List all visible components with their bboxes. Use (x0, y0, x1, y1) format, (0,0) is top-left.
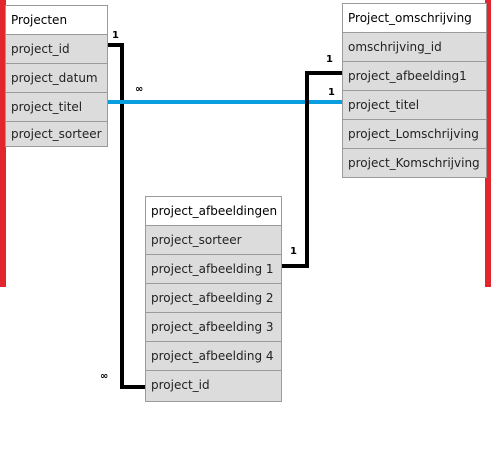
field-project-titel[interactable]: project_titel (6, 93, 107, 122)
field-project-titel[interactable]: project_titel (343, 91, 486, 120)
cardinality-label: 1 (112, 30, 119, 41)
field-project-komschrijving[interactable]: project_Komschrijving (343, 149, 486, 177)
table-project-omschrijving[interactable]: Project_omschrijving omschrijving_id pro… (342, 3, 487, 178)
table-projecten[interactable]: Projecten project_id project_datum proje… (5, 5, 108, 147)
field-project-lomschrijving[interactable]: project_Lomschrijving (343, 120, 486, 149)
field-project-afbeelding-2[interactable]: project_afbeelding 2 (146, 284, 281, 313)
field-project-afbeelding-4[interactable]: project_afbeelding 4 (146, 342, 281, 371)
cardinality-label: ∞ (100, 371, 109, 382)
field-project-id[interactable]: project_id (6, 35, 107, 64)
cardinality-label: 1 (328, 87, 335, 98)
table-title: project_afbeeldingen (146, 197, 281, 226)
field-project-id[interactable]: project_id (146, 371, 281, 402)
cardinality-label: 1 (326, 54, 333, 65)
cardinality-label: 1 (290, 246, 297, 257)
field-project-sorteer[interactable]: project_sorteer (146, 226, 281, 255)
table-title: Projecten (6, 6, 107, 35)
field-project-afbeelding-1[interactable]: project_afbeelding 1 (146, 255, 281, 284)
relation-line-project-afbeelding (280, 71, 342, 268)
field-omschrijving-id[interactable]: omschrijving_id (343, 33, 486, 62)
table-project-afbeeldingen[interactable]: project_afbeeldingen project_sorteer pro… (145, 196, 282, 402)
field-project-sorteer[interactable]: project_sorteer (6, 122, 107, 146)
cardinality-label: ∞ (135, 84, 144, 95)
field-project-afbeelding1[interactable]: project_afbeelding1 (343, 62, 486, 91)
field-project-datum[interactable]: project_datum (6, 64, 107, 93)
relation-line-project-id (106, 43, 146, 389)
field-project-afbeelding-3[interactable]: project_afbeelding 3 (146, 313, 281, 342)
table-title: Project_omschrijving (343, 4, 486, 33)
